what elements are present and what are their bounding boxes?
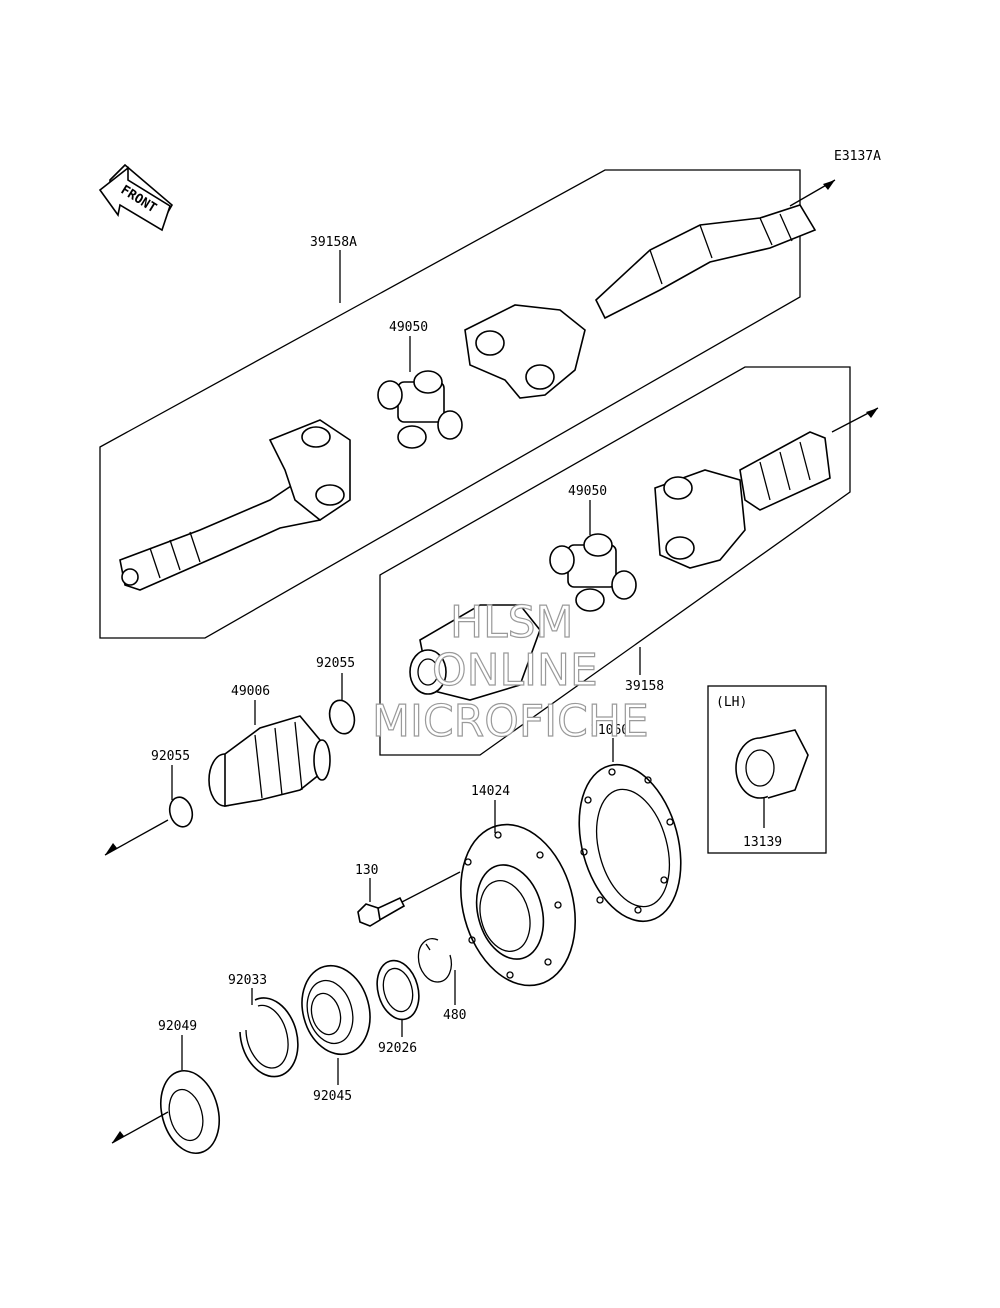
snap-ring-92033 bbox=[239, 997, 299, 1078]
drive-shaft-left bbox=[119, 419, 351, 591]
watermark-line1: HLSM bbox=[450, 597, 574, 648]
splined-yoke-lower bbox=[409, 604, 541, 701]
drive-shaft-lower bbox=[654, 431, 831, 569]
part-label-92049: 92049 bbox=[158, 1019, 197, 1034]
part-label-14024: 14024 bbox=[471, 784, 510, 799]
figure-code: E3137A bbox=[834, 149, 881, 164]
oil-seal-92049 bbox=[160, 1069, 220, 1155]
part-label-49006: 49006 bbox=[231, 684, 270, 699]
u-joint-lower bbox=[549, 533, 637, 612]
front-arrow-icon: FRONT bbox=[98, 163, 174, 232]
part-label-13139: 13139 bbox=[743, 835, 782, 850]
bolt-130 bbox=[357, 871, 461, 927]
watermark-line3: MICROFICHE bbox=[372, 696, 649, 747]
u-joint-upper bbox=[377, 370, 463, 449]
circlip-480 bbox=[417, 938, 452, 983]
part-label-130: 130 bbox=[355, 863, 378, 878]
gasket-11060 bbox=[578, 763, 682, 923]
drive-shaft-upper bbox=[464, 204, 817, 399]
part-label-92026: 92026 bbox=[378, 1041, 417, 1056]
part-label-49050-lower: 49050 bbox=[568, 484, 607, 499]
shim-92026 bbox=[376, 959, 420, 1021]
part-label-92055-left: 92055 bbox=[151, 749, 190, 764]
part-label-92045: 92045 bbox=[313, 1089, 352, 1104]
part-label-480: 480 bbox=[443, 1008, 466, 1023]
part-label-92033: 92033 bbox=[228, 973, 267, 988]
coupling-13139 bbox=[735, 729, 809, 799]
part-label-92055-upper: 92055 bbox=[316, 656, 355, 671]
part-label-49050-upper: 49050 bbox=[389, 320, 428, 335]
part-label-39158a: 39158A bbox=[310, 235, 357, 250]
bearing-92045 bbox=[301, 964, 371, 1056]
part-label-39158: 39158 bbox=[625, 679, 664, 694]
lh-inset-box bbox=[707, 685, 827, 854]
bearing-housing-14024 bbox=[459, 823, 577, 987]
lh-label: (LH) bbox=[716, 695, 747, 710]
assembly-outline-39158 bbox=[379, 366, 851, 756]
boot-49006 bbox=[208, 715, 331, 807]
watermark-line2: ONLINE bbox=[432, 645, 598, 696]
assembly-outline-39158a bbox=[99, 169, 801, 639]
oring-92055-left bbox=[168, 796, 194, 828]
part-label-11060: 11060 bbox=[590, 723, 629, 738]
oring-92055-upper bbox=[328, 699, 356, 735]
